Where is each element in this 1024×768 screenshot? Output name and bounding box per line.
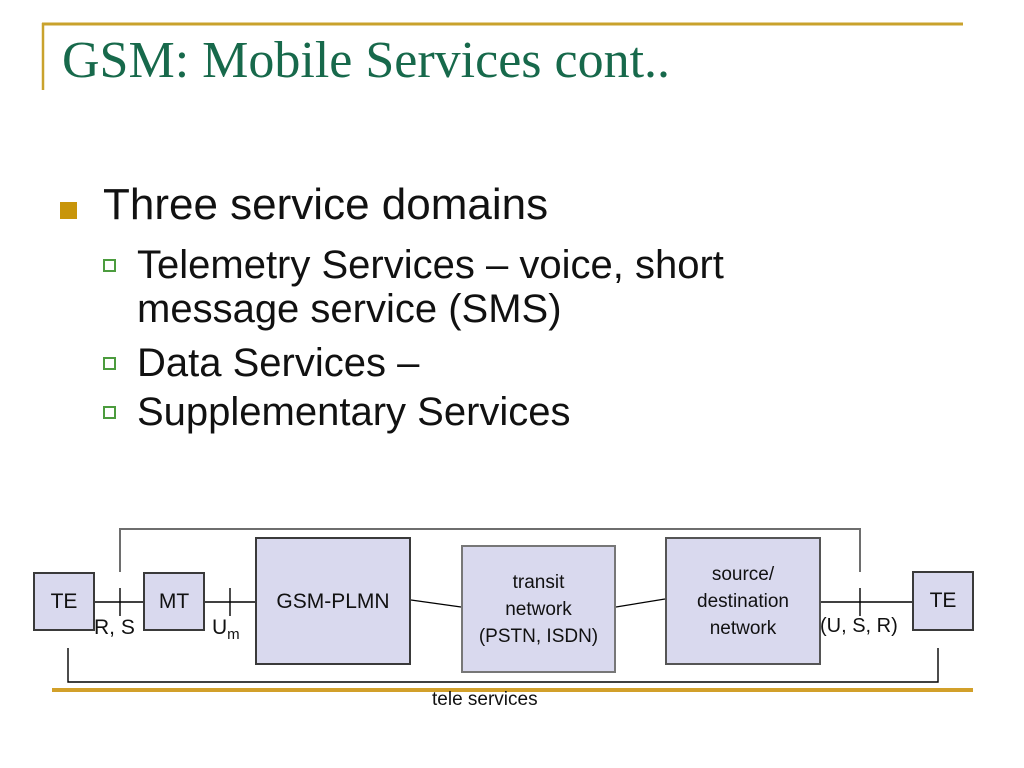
box-te-left: TE [33, 572, 95, 631]
connector-gsm-transit [410, 599, 462, 608]
sub-bullet-telemetry: Telemetry Services – voice, short messag… [137, 243, 724, 331]
box-transit-line2: network [505, 598, 572, 620]
box-source-line2: destination [697, 590, 789, 612]
connector-transit-source [615, 598, 666, 608]
box-gsm-plmn-label: GSM-PLMN [276, 589, 390, 613]
box-source-destination-network: source/ destination network [665, 537, 821, 665]
tele-services-caption: tele services [432, 689, 538, 710]
sub-bullet-square-icon [103, 259, 116, 272]
box-mt-label: MT [158, 589, 190, 613]
bullet-main: Three service domains [103, 180, 549, 229]
box-gsm-plmn: GSM-PLMN [255, 537, 411, 665]
bullet-square-icon [60, 202, 77, 219]
box-mt: MT [143, 572, 205, 631]
sub-bullet-data: Data Services – [137, 341, 420, 385]
box-transit-line3: (PSTN, ISDN) [478, 625, 599, 647]
box-source-line3: network [709, 617, 777, 639]
sub-bullet-supplementary: Supplementary Services [137, 390, 571, 434]
label-usr-interface: (U, S, R) [820, 615, 898, 637]
sub-bullet-square-icon [103, 357, 116, 370]
label-um-subscript: m [227, 626, 240, 643]
box-transit-network: transit network (PSTN, ISDN) [461, 545, 616, 673]
box-te-right: TE [912, 571, 974, 631]
box-transit-line1: transit [512, 571, 565, 593]
slide-title: GSM: Mobile Services cont.. [62, 32, 671, 89]
box-te-right-label: TE [929, 589, 957, 612]
box-source-line1: source/ [711, 563, 775, 585]
label-um-interface: Um [212, 616, 240, 643]
label-rs-interface: R, S [94, 616, 135, 639]
box-te-left-label: TE [50, 589, 78, 613]
sub-bullet-square-icon [103, 406, 116, 419]
label-um-base: U [212, 616, 228, 639]
